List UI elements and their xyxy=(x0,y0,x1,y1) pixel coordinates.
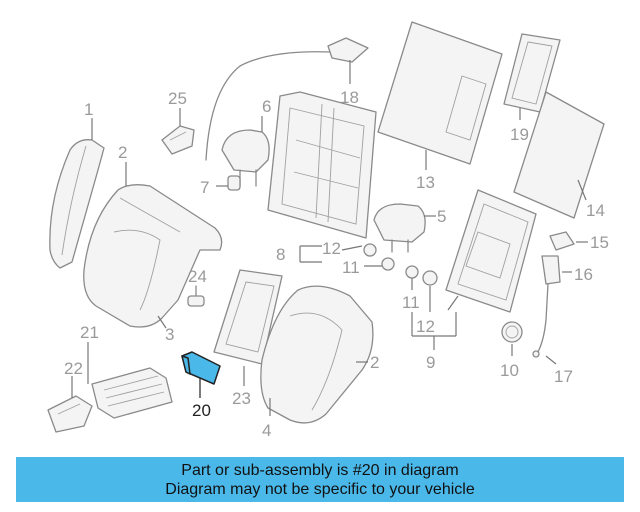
callout-6: 6 xyxy=(262,97,271,116)
part-20-highlighted[interactable] xyxy=(181,351,221,385)
banner-line-2: Diagram may not be specific to your vehi… xyxy=(165,480,475,498)
callout-16: 16 xyxy=(574,265,593,284)
callout-3: 3 xyxy=(165,325,174,344)
seatback-frame[interactable] xyxy=(267,91,377,239)
parts-diagram: 1 2 3 25 18 6 7 8 xyxy=(47,21,609,440)
callout-12b: 12 xyxy=(416,317,435,336)
callout-25: 25 xyxy=(168,89,187,108)
callout-2b: 2 xyxy=(370,353,379,372)
callout-9: 9 xyxy=(426,353,435,372)
callout-2a: 2 xyxy=(118,143,127,162)
banner-line-1: Part or sub-assembly is #20 in diagram xyxy=(181,461,459,479)
part-11-bushing-b[interactable] xyxy=(405,265,438,286)
callout-15: 15 xyxy=(590,233,609,252)
part-24-pin[interactable] xyxy=(187,285,205,307)
callout-21: 21 xyxy=(80,323,99,342)
info-banner: Part or sub-assembly is #20 in diagram D… xyxy=(16,457,624,502)
callout-13: 13 xyxy=(416,173,435,192)
part-18-bracket[interactable] xyxy=(327,37,369,63)
callout-22: 22 xyxy=(64,359,83,378)
part-2-seatback-cushion-right[interactable] xyxy=(260,285,374,424)
callout-8: 8 xyxy=(276,245,285,264)
callout-19: 19 xyxy=(510,125,529,144)
part-5-headrest[interactable] xyxy=(373,203,426,253)
part-17-cable[interactable] xyxy=(532,283,549,358)
callout-20: 20 xyxy=(192,401,211,420)
part-1-side-trim[interactable] xyxy=(49,139,105,269)
callout-10: 10 xyxy=(500,361,519,380)
callout-24: 24 xyxy=(188,267,207,286)
callout-12a: 12 xyxy=(322,239,341,258)
callout-17: 17 xyxy=(554,367,573,386)
part-11-bushing-a[interactable] xyxy=(363,243,395,271)
callout-18: 18 xyxy=(340,88,359,107)
part-21-cushion[interactable] xyxy=(91,367,173,419)
part-13-panel[interactable] xyxy=(377,21,503,165)
seatback-frame-right[interactable] xyxy=(445,189,537,313)
callout-4: 4 xyxy=(262,421,271,440)
part-25-clip[interactable] xyxy=(161,125,195,155)
callout-5: 5 xyxy=(437,207,446,226)
callout-1: 1 xyxy=(84,100,93,119)
callout-11a: 11 xyxy=(342,258,360,277)
callout-7: 7 xyxy=(200,178,209,197)
part-15-bracket[interactable] xyxy=(549,231,575,251)
callout-23: 23 xyxy=(232,389,251,408)
part-7-guide[interactable] xyxy=(227,175,241,191)
part-14-panel[interactable] xyxy=(513,91,605,219)
part-2-seatback-cushion-left[interactable] xyxy=(83,184,223,328)
part-16-latch[interactable] xyxy=(541,255,561,285)
part-10-cap[interactable] xyxy=(501,321,523,343)
callout-11b: 11 xyxy=(402,293,420,312)
callout-14: 14 xyxy=(586,201,605,220)
part-22-bracket[interactable] xyxy=(47,395,93,433)
